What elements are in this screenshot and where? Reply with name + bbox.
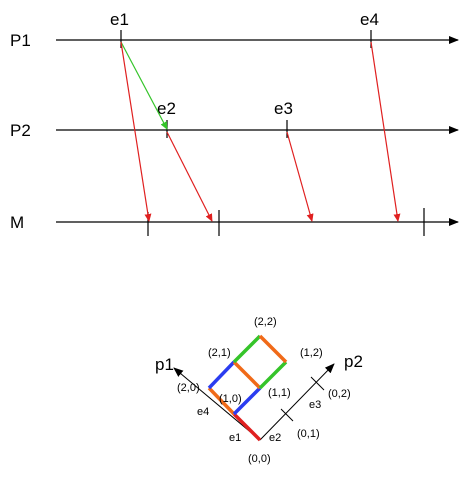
lattice-edge-11-21 bbox=[232, 360, 262, 390]
lattice-event-label-e1: e1 bbox=[229, 432, 241, 444]
event-label-e2: e2 bbox=[157, 99, 176, 118]
lattice-axis-p2 bbox=[259, 363, 335, 441]
message-e2-to-m bbox=[166, 131, 213, 222]
lattice-axis-label-p1: p1 bbox=[155, 355, 174, 374]
event-label-e3: e3 bbox=[274, 99, 293, 118]
lattice-edge-11-12 bbox=[258, 360, 288, 390]
process-label-p1: P1 bbox=[10, 31, 31, 50]
lattice-axis-label-p2: p2 bbox=[344, 352, 363, 371]
message-e1-to-e2 bbox=[120, 41, 168, 130]
state-label-2-1: (2,1) bbox=[208, 347, 231, 359]
lattice-edge-21-22 bbox=[232, 334, 262, 364]
lattice-tick-0-2 bbox=[310, 376, 325, 391]
lattice-event-label-e3: e3 bbox=[309, 399, 321, 411]
state-label-2-2: (2,2) bbox=[254, 316, 277, 328]
state-label-1-0: (1,0) bbox=[219, 393, 242, 405]
lattice-event-label-e2: e2 bbox=[269, 432, 281, 444]
state-label-0-2: (0,2) bbox=[328, 388, 351, 400]
state-label-0-0: (0,0) bbox=[248, 453, 271, 465]
state-label-2-0: (2,0) bbox=[177, 382, 200, 394]
state-label-1-1: (1,1) bbox=[268, 387, 291, 399]
lattice-edge-12-22 bbox=[258, 334, 288, 364]
process-label-p2: P2 bbox=[10, 121, 31, 140]
event-label-e1: e1 bbox=[110, 10, 129, 29]
message-e4-to-m bbox=[370, 41, 401, 222]
state-label-1-2: (1,2) bbox=[300, 347, 323, 359]
lattice-event-label-e4: e4 bbox=[197, 406, 209, 418]
lattice-tick-0-1 bbox=[280, 408, 294, 422]
event-label-e4: e4 bbox=[360, 10, 379, 29]
lattice-edge-10-20 bbox=[207, 386, 236, 416]
message-e3-to-m bbox=[286, 131, 314, 222]
state-label-0-1: (0,1) bbox=[297, 428, 320, 440]
lattice-edge-10-11 bbox=[232, 386, 262, 416]
message-e1-to-m bbox=[120, 41, 152, 222]
lattice-edge-20-21 bbox=[207, 360, 236, 390]
process-label-m: M bbox=[10, 213, 24, 232]
lattice-edge-00-10 bbox=[232, 412, 262, 442]
